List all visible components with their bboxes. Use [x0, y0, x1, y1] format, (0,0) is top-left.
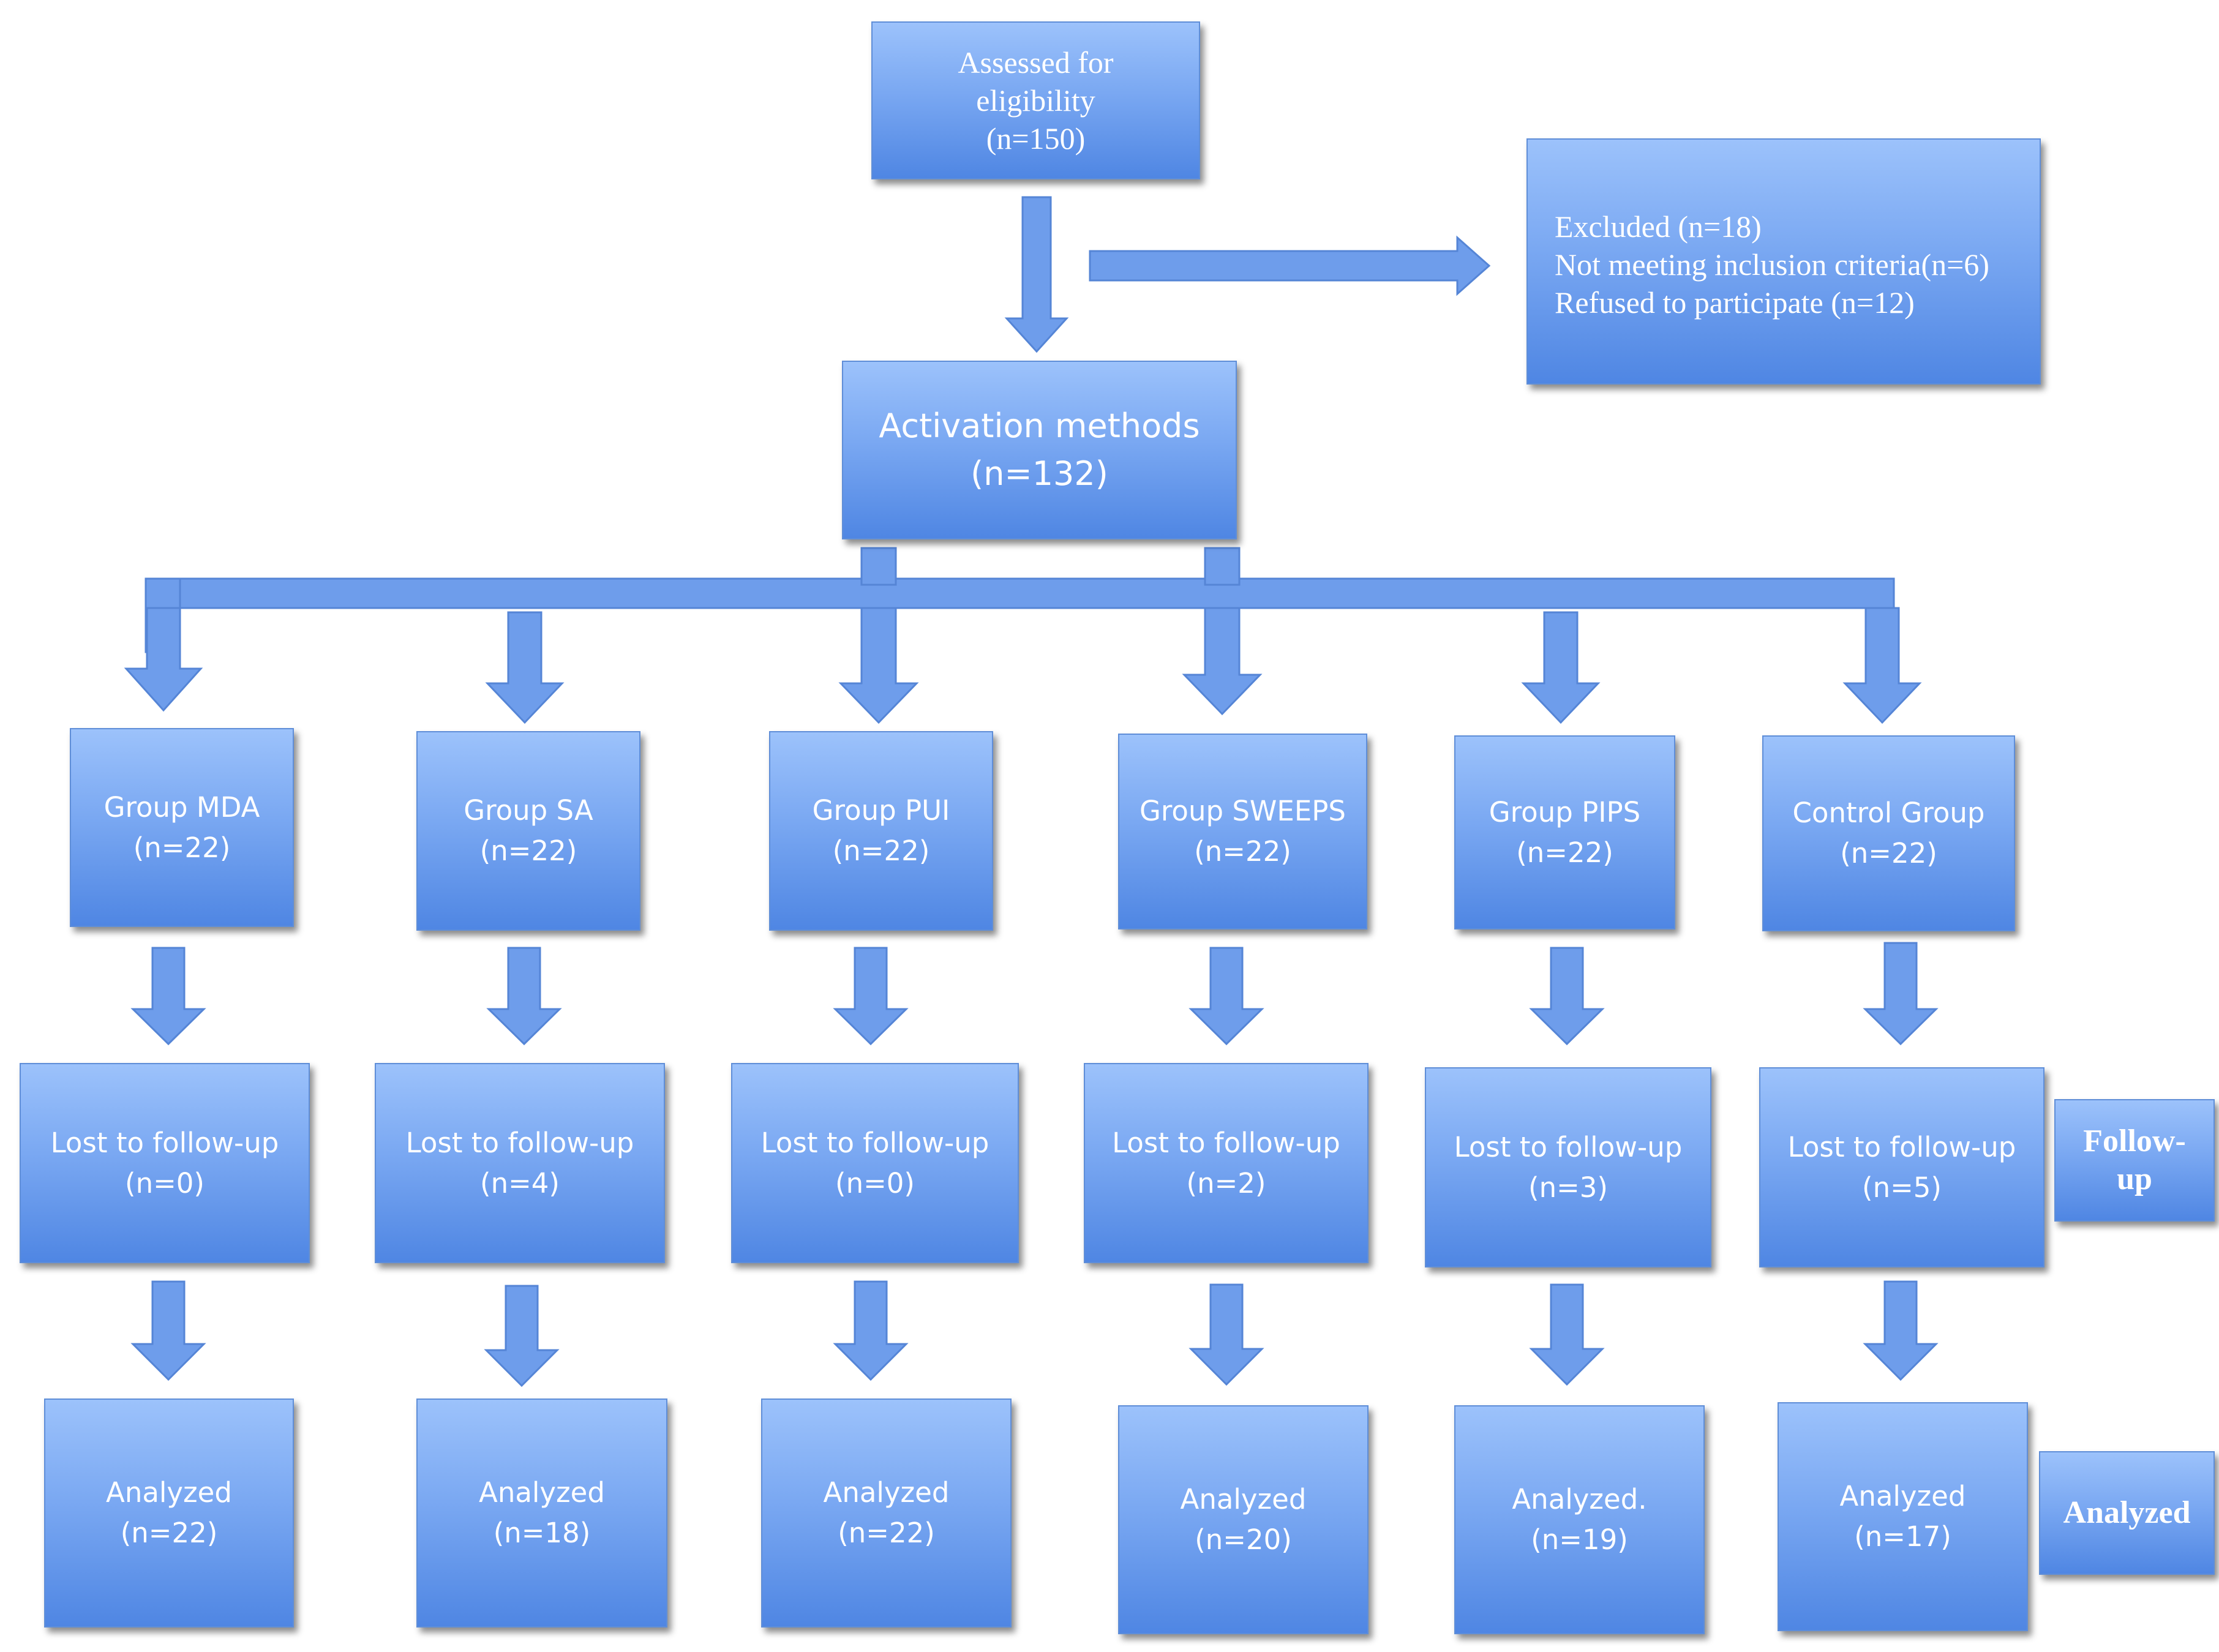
group-count: (n=22)	[479, 835, 577, 867]
group-box-sweeps: Group SWEEPS (n=22)	[1118, 734, 1367, 929]
arrow-control-to-lost	[1863, 942, 1939, 1046]
arrow-mda-to-lost	[130, 947, 206, 1046]
excluded-box: Excluded (n=18) Not meeting inclusion cr…	[1526, 138, 2041, 385]
lost-box-pips: Lost to follow-up (n=3)	[1425, 1067, 1711, 1267]
arrow-sa-to-analyzed	[484, 1285, 560, 1387]
analyzed-box-pips: Analyzed. (n=19)	[1454, 1405, 1705, 1634]
branch-arrow-sa	[485, 611, 565, 724]
group-count: (n=22)	[133, 831, 231, 864]
lost-count: (n=0)	[125, 1166, 205, 1200]
group-count: (n=22)	[1194, 835, 1291, 868]
activation-count: (n=132)	[971, 454, 1108, 493]
distribution-bar	[145, 577, 1895, 609]
branch-arrow-pui	[838, 607, 919, 724]
followup-label-line-2: up	[2117, 1162, 2152, 1196]
analyzed-count: (n=20)	[1195, 1523, 1292, 1556]
arrow-mda-to-analyzed	[130, 1280, 206, 1381]
branch-arrow-sweeps	[1182, 607, 1263, 716]
lost-count: (n=5)	[1862, 1171, 1942, 1204]
group-name: Group SA	[464, 794, 593, 827]
arrow-pui-to-analyzed	[833, 1280, 909, 1381]
arrow-sweeps-to-lost	[1188, 947, 1264, 1046]
group-name: Group PIPS	[1489, 795, 1641, 828]
group-name: Control Group	[1792, 797, 1985, 829]
lost-count: (n=4)	[480, 1166, 560, 1200]
lost-label: Lost to follow-up	[50, 1126, 279, 1159]
arrow-pui-to-lost	[833, 947, 909, 1046]
arrow-pips-to-lost	[1529, 947, 1605, 1046]
eligibility-count: (n=150)	[986, 121, 1086, 156]
lost-box-sweeps: Lost to follow-up (n=2)	[1084, 1063, 1369, 1263]
eligibility-box: Assessed for eligibility (n=150)	[871, 21, 1200, 179]
eligibility-line-1: Assessed for	[958, 45, 1114, 80]
analyzed-count: (n=22)	[120, 1517, 218, 1549]
analyzed-count: (n=18)	[493, 1517, 591, 1549]
group-box-control: Control Group (n=22)	[1762, 735, 2015, 931]
analyzed-box-control: Analyzed (n=17)	[1778, 1402, 2028, 1631]
lost-box-sa: Lost to follow-up (n=4)	[375, 1063, 665, 1263]
excluded-reason-refused: Refused to participate (n=12)	[1555, 285, 1915, 320]
analyzed-stage-text: Analyzed	[2063, 1495, 2191, 1530]
lost-label: Lost to follow-up	[760, 1126, 989, 1159]
analyzed-count: (n=22)	[838, 1517, 935, 1549]
group-count: (n=22)	[1840, 837, 1937, 869]
arrow-sweeps-to-analyzed	[1188, 1283, 1264, 1386]
arrow-sa-to-lost	[486, 947, 562, 1046]
branch-arrow-control	[1842, 607, 1922, 724]
group-box-mda: Group MDA (n=22)	[70, 728, 294, 927]
excluded-reason-inclusion: Not meeting inclusion criteria(n=6)	[1555, 247, 1989, 282]
group-box-sa: Group SA (n=22)	[416, 731, 640, 931]
lost-label: Lost to follow-up	[1787, 1130, 2016, 1163]
analyzed-count: (n=17)	[1854, 1520, 1951, 1553]
group-box-pips: Group PIPS (n=22)	[1454, 735, 1675, 929]
analyzed-label: Analyzed	[1839, 1480, 1966, 1512]
group-count: (n=22)	[832, 835, 930, 867]
lost-count: (n=0)	[835, 1166, 915, 1200]
group-name: Group SWEEPS	[1140, 795, 1346, 827]
analyzed-count: (n=19)	[1531, 1523, 1628, 1556]
analyzed-box-pui: Analyzed (n=22)	[761, 1399, 1012, 1628]
lost-count: (n=2)	[1186, 1166, 1266, 1200]
group-name: Group MDA	[103, 790, 260, 824]
analyzed-label: Analyzed	[823, 1476, 950, 1509]
lost-count: (n=3)	[1528, 1171, 1608, 1204]
group-box-pui: Group PUI (n=22)	[769, 731, 993, 931]
distribution-bar-sweeps-stub	[1204, 547, 1241, 586]
analyzed-label: Analyzed	[479, 1476, 605, 1509]
analyzed-label: Analyzed.	[1512, 1483, 1647, 1515]
analyzed-label: Analyzed	[106, 1476, 232, 1509]
lost-box-mda: Lost to follow-up (n=0)	[20, 1063, 310, 1263]
analyzed-label: Analyzed	[1180, 1483, 1307, 1515]
eligibility-line-2: eligibility	[976, 83, 1095, 118]
arrow-to-excluded	[1089, 235, 1491, 296]
branch-arrow-pips	[1521, 611, 1601, 724]
group-name: Group PUI	[812, 794, 950, 827]
lost-box-pui: Lost to follow-up (n=0)	[731, 1063, 1019, 1263]
activation-methods-box: Activation methods (n=132)	[842, 361, 1237, 539]
excluded-count: Excluded (n=18)	[1555, 209, 1762, 244]
lost-label: Lost to follow-up	[1454, 1130, 1683, 1163]
analyzed-box-mda: Analyzed (n=22)	[44, 1399, 294, 1628]
branch-arrow-mda	[124, 607, 203, 712]
distribution-bar-pui-stub	[860, 547, 897, 586]
arrow-eligibility-to-activation	[1004, 196, 1069, 353]
lost-box-control: Lost to follow-up (n=5)	[1759, 1067, 2044, 1267]
activation-title: Activation methods	[879, 407, 1200, 445]
analyzed-box-sa: Analyzed (n=18)	[416, 1399, 667, 1628]
lost-label: Lost to follow-up	[405, 1126, 634, 1159]
followup-label-line-1: Follow-	[2083, 1124, 2186, 1158]
followup-stage-label: Follow- up	[2054, 1099, 2215, 1222]
group-count: (n=22)	[1516, 836, 1613, 869]
arrow-pips-to-analyzed	[1529, 1283, 1605, 1386]
analyzed-box-sweeps: Analyzed (n=20)	[1118, 1405, 1369, 1634]
lost-label: Lost to follow-up	[1112, 1126, 1340, 1159]
analyzed-stage-label: Analyzed	[2039, 1451, 2215, 1575]
arrow-control-to-analyzed	[1863, 1280, 1939, 1381]
